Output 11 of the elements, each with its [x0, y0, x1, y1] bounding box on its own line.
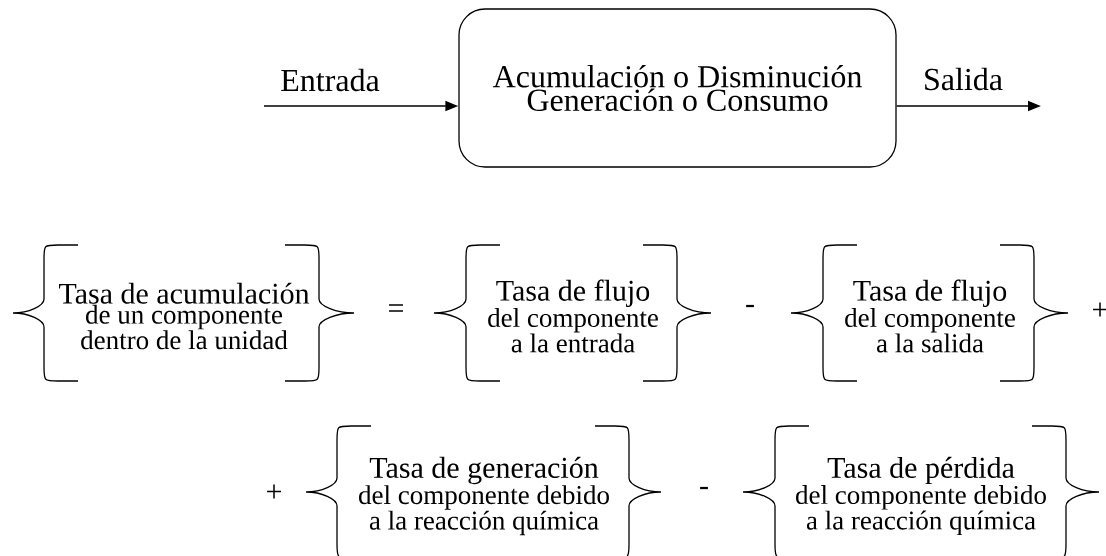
brace-group: Tasa de flujo del componente a la salida	[790, 244, 1069, 382]
flow-label: Entrada	[281, 68, 380, 92]
brace-group: Tasa de flujo del componente a la entrada	[433, 244, 712, 382]
brace-group: Tasa de generación del componente debido a la reacción química	[305, 425, 662, 556]
process-box: Acumulación o Disminución Generación o Consumo	[458, 8, 897, 168]
operator-sign: =	[389, 304, 403, 312]
flow-label: Salida	[925, 67, 1003, 91]
operator-sign: -	[746, 304, 754, 308]
operator-sign: -	[700, 486, 708, 490]
brace-group: Tasa de pérdida del componente debido a la reacción química	[742, 425, 1100, 556]
brace-group: Tasa de acumulación de un componente dentro de la unidad	[12, 244, 355, 382]
